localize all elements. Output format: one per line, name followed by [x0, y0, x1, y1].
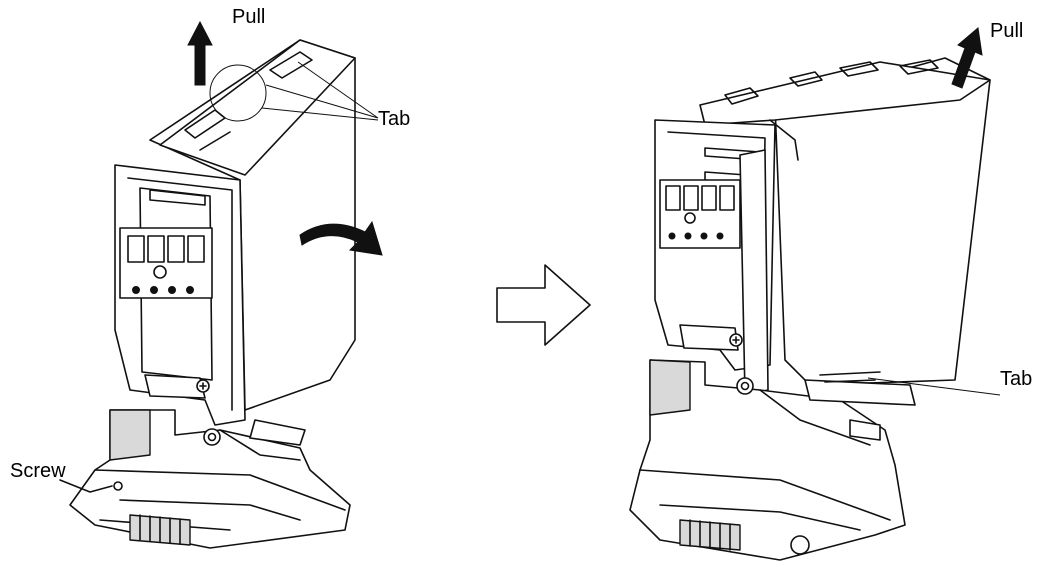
right-terminal-block: [659, 179, 741, 249]
left-terminal-block: [119, 227, 213, 299]
right-unit: [629, 57, 1001, 561]
tab-label-right: Tab: [1000, 368, 1033, 390]
tab-label-left: Tab: [378, 108, 411, 130]
left-unit: [59, 39, 379, 549]
up-arrow-icon: [187, 20, 213, 86]
screw-label: Screw: [10, 460, 66, 482]
pull-label-left: Pull: [232, 6, 266, 28]
right-step-arrow-icon: [496, 264, 591, 346]
left-tab-callout-circle: [209, 64, 267, 122]
pull-label-right: Pull: [990, 20, 1024, 42]
right-tilted-housing: [774, 57, 991, 386]
left-housing-top: [159, 39, 356, 176]
curved-arrow-icon: [299, 220, 383, 256]
up-right-arrow-icon: [951, 27, 983, 89]
right-base: [629, 359, 906, 561]
